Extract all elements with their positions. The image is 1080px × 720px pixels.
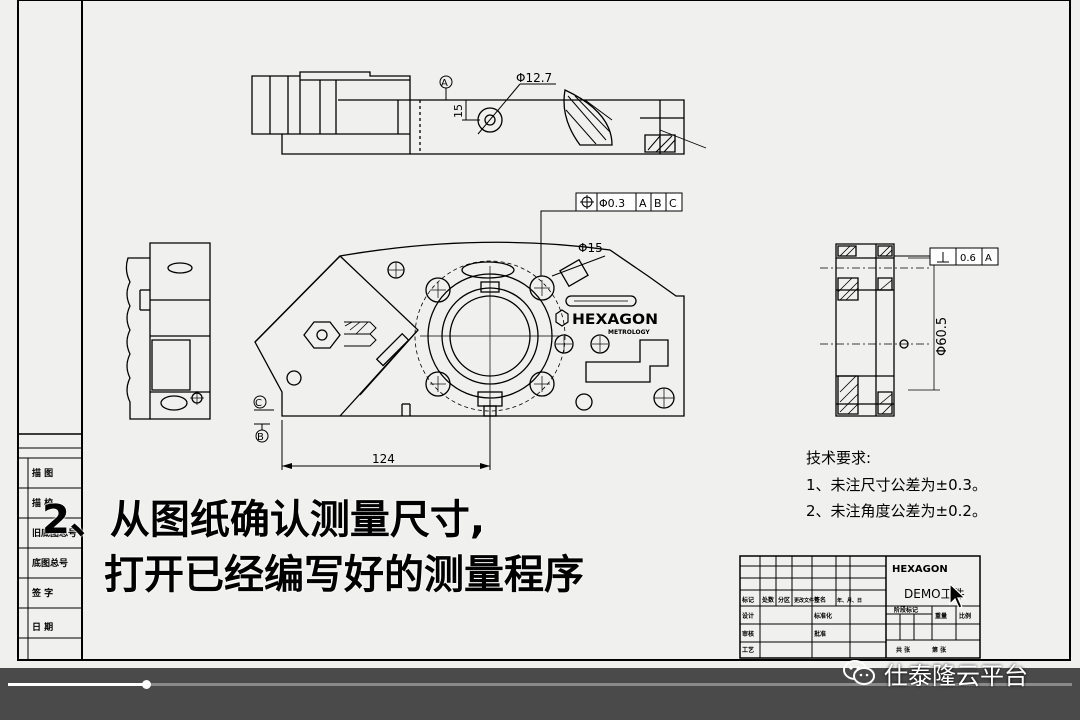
fcf-pos-b: B: [654, 197, 662, 210]
side-table-cell: 日 期: [32, 621, 53, 633]
right-view: [820, 243, 940, 417]
front-view-dims: Φ0.3 A B C Φ15 124 C B: [253, 192, 683, 470]
caption-line-1: 2、从图纸确认测量尺寸,: [42, 497, 486, 543]
datum-a-label: A: [441, 78, 448, 89]
wechat-icon: [843, 660, 875, 685]
tech-line-1: 1、未注尺寸公差为±0.3。: [806, 476, 987, 494]
video-control-bar: [0, 668, 1080, 720]
dim-d12-7: Φ12.7: [516, 71, 552, 85]
tb-role: 审核: [742, 630, 754, 638]
tech-line-2: 2、未注角度公差为±0.2。: [806, 502, 987, 520]
side-table-cell: 描 校: [32, 497, 54, 509]
progress-track[interactable]: [8, 683, 1072, 686]
mouse-cursor-icon: [949, 582, 967, 609]
tb-header: 年、月、日: [837, 597, 862, 604]
tb-mid: 标准化: [813, 612, 832, 620]
tb-role: 设计: [742, 612, 754, 620]
perpendicularity-fcf: 0.6 A: [929, 247, 999, 266]
tb-header: 处数: [761, 596, 775, 604]
tb-mid: 批准: [814, 630, 826, 638]
tb-stage: 重量: [935, 612, 947, 620]
top-view-dims: A 15 Φ12.7: [439, 71, 556, 135]
tb-sheet: 第 张: [931, 646, 947, 654]
dim-d15: Φ15: [578, 241, 603, 255]
datum-c-label: C: [255, 398, 262, 409]
dim-124: 124: [372, 452, 395, 466]
datum-b-label: B: [257, 432, 264, 443]
right-view-dims: Φ60.5 0.6 A: [894, 247, 999, 356]
tech-requirements: 技术要求: 1、未注尺寸公差为±0.3。 2、未注角度公差为±0.2。: [806, 449, 987, 520]
progress-handle[interactable]: [142, 680, 151, 689]
tb-header: 签名: [813, 596, 826, 604]
dim-15: 15: [452, 104, 465, 118]
tb-header: 更改文件号: [794, 597, 819, 604]
side-table-cell: 签 字: [31, 587, 53, 599]
dim-d60-5: Φ60.5: [935, 317, 950, 356]
watermark-text: 仕泰隆云平台: [884, 661, 1028, 690]
watermark: 仕泰隆云平台: [842, 655, 1028, 691]
tb-role: 工艺: [742, 646, 754, 654]
side-table-cell: 底图总号: [32, 557, 68, 569]
top-view: [251, 71, 707, 155]
caption-line-2: 打开已经编写好的测量程序: [104, 552, 584, 598]
fcf-perp-a: A: [985, 253, 992, 264]
centerlines: [388, 262, 674, 408]
left-view: [125, 242, 211, 420]
tb-header: 分区: [778, 596, 790, 604]
fcf-pos-a: A: [639, 197, 647, 210]
side-table: 描 图 描 校 旧底图总号 底图总号 签 字 日 期: [17, 433, 83, 661]
logo-text: HEXAGON: [572, 312, 658, 328]
logo-sub: METROLOGY: [608, 329, 650, 336]
progress-fill: [8, 683, 146, 686]
tb-company: HEXAGON: [892, 564, 948, 575]
position-fcf: Φ0.3 A B C: [575, 192, 683, 212]
tb-stage: 阶段标记: [894, 606, 918, 614]
fcf-pos-c: C: [669, 197, 677, 210]
hexagon-logo: HEXAGON METROLOGY: [555, 309, 658, 336]
tb-header: 标记: [741, 596, 754, 604]
tb-sheet: 共 张: [896, 646, 911, 654]
tech-title: 技术要求:: [806, 449, 871, 467]
tb-stage: 比例: [959, 612, 971, 620]
side-table-cell: 旧底图总号: [32, 527, 77, 539]
fcf-pos-tol: Φ0.3: [599, 197, 625, 210]
side-table-cell: 描 图: [32, 467, 53, 479]
fcf-perp-tol: 0.6: [960, 253, 976, 264]
